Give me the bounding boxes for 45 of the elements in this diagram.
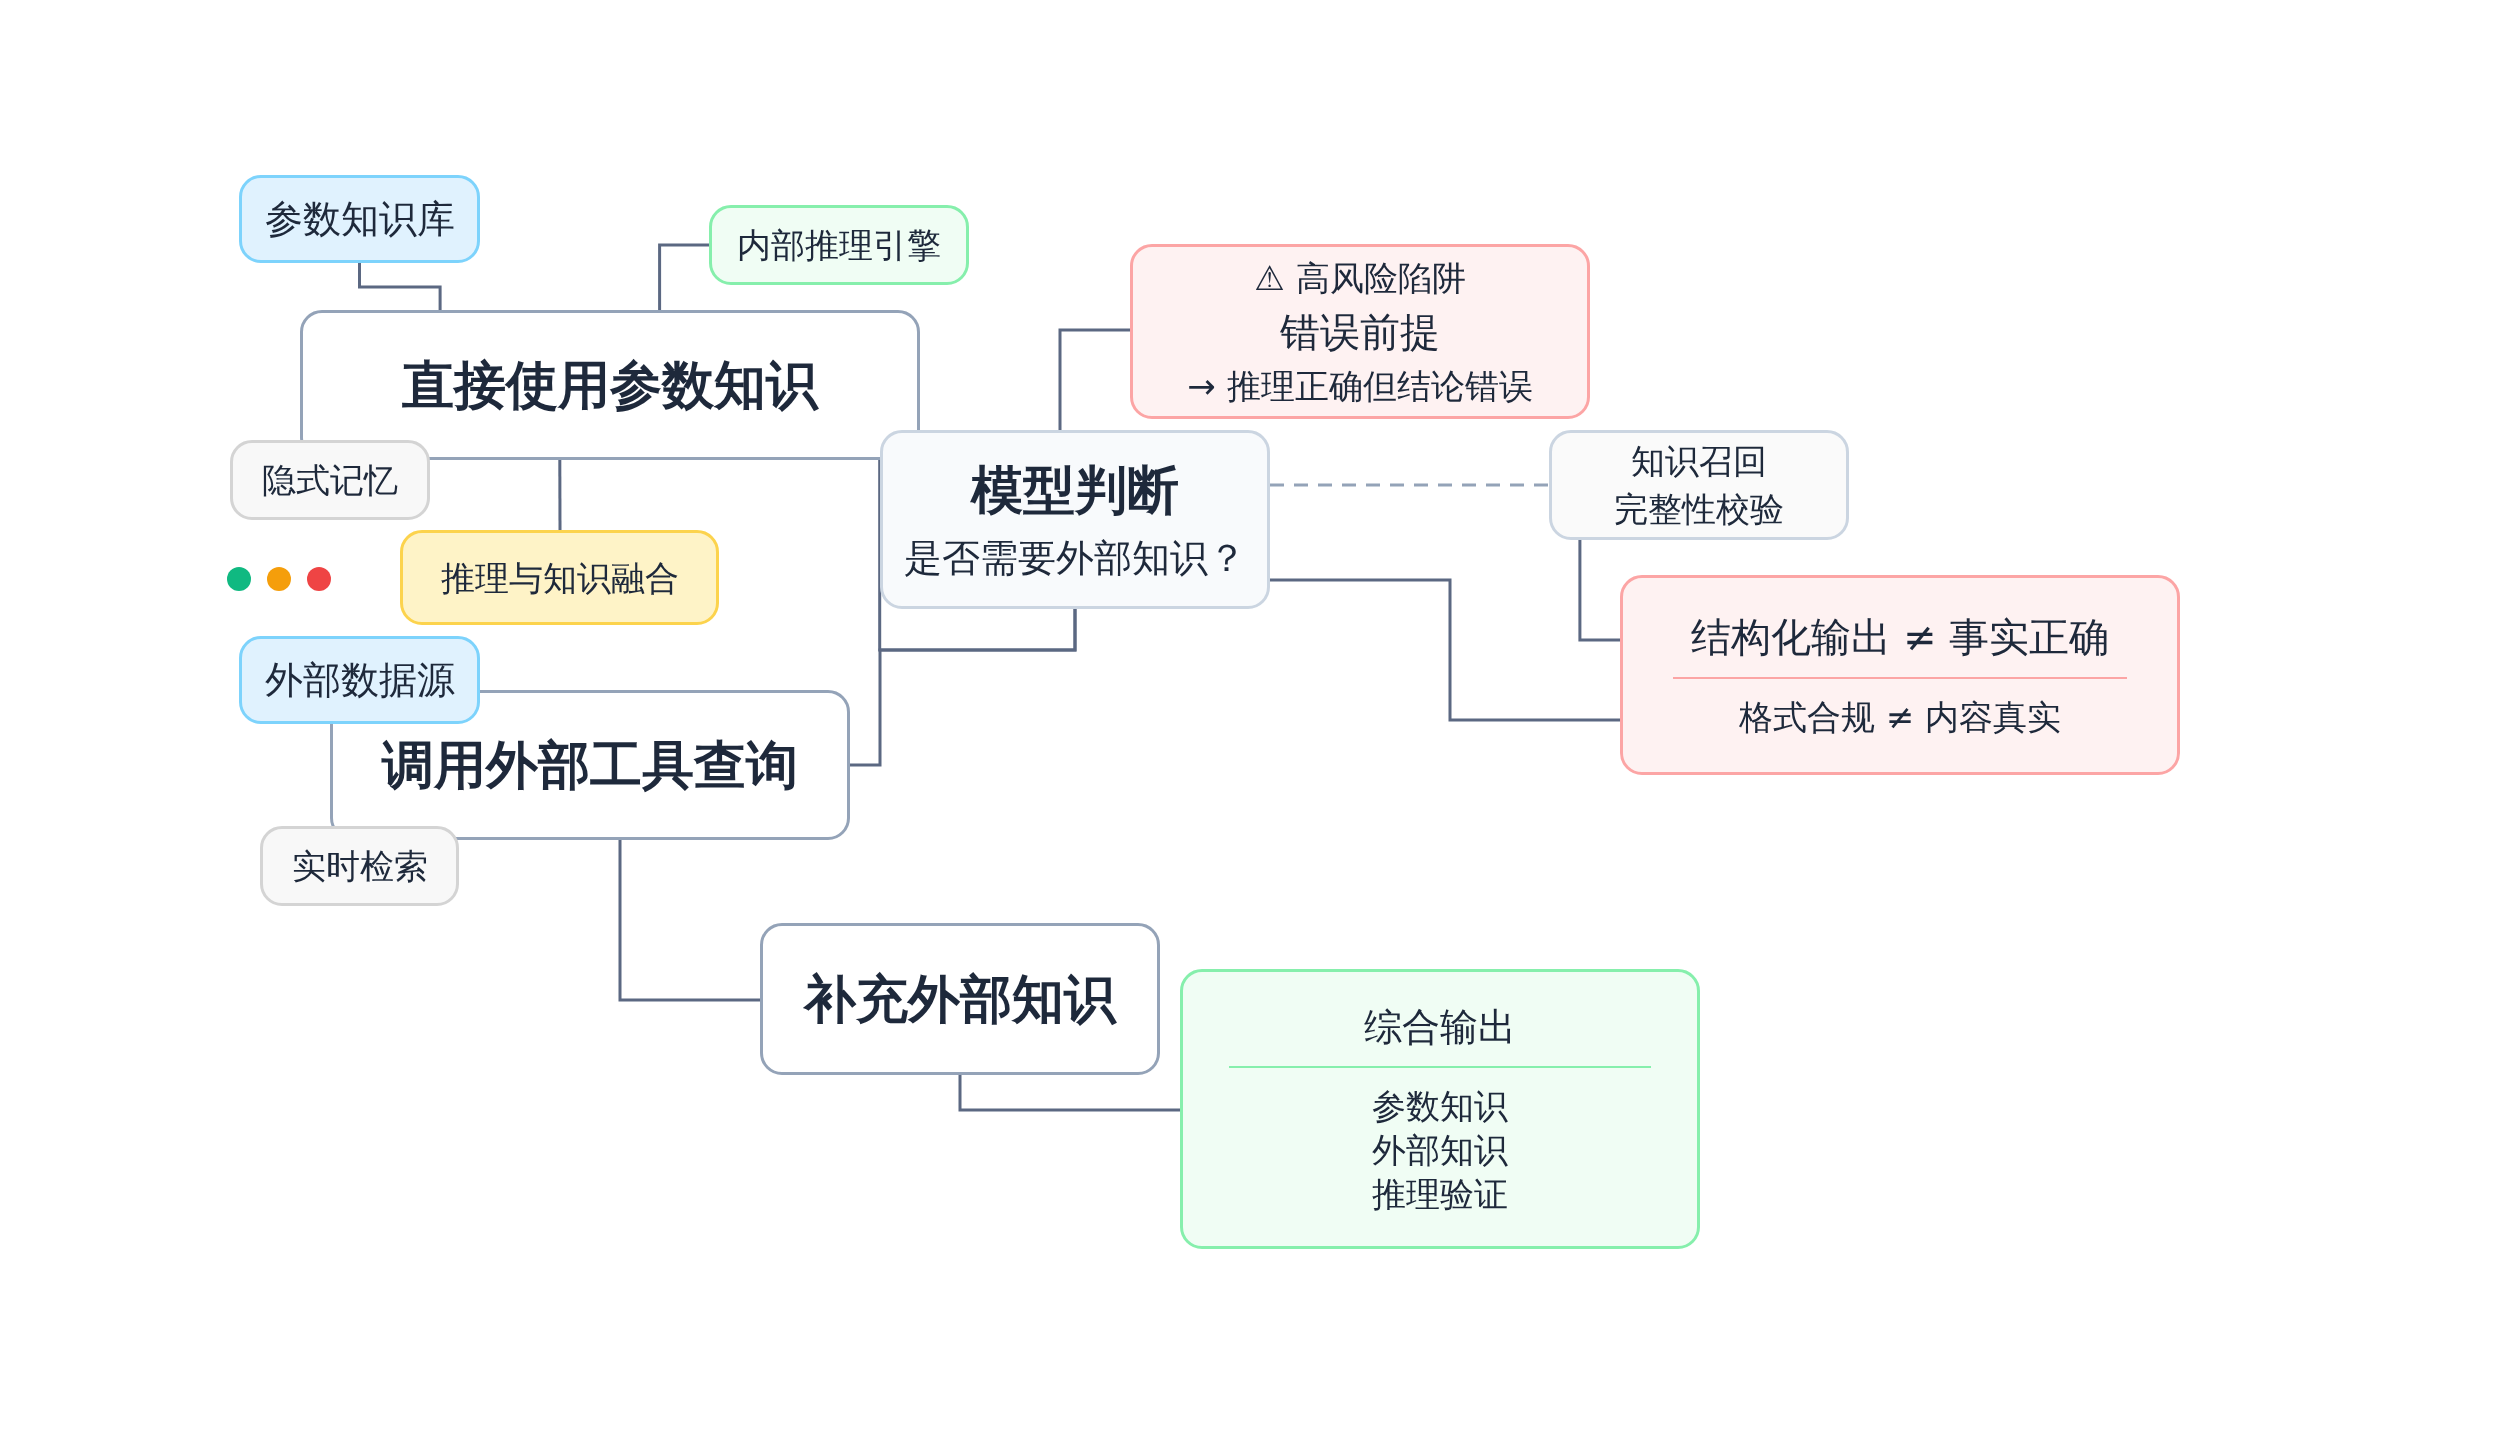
box-title: 调用外部工具查询: [382, 734, 798, 797]
box-text: 结构化输出 ≠ 事实正确: [1690, 613, 2110, 662]
box-text: 隐式记忆: [262, 459, 398, 502]
box-text: 内部推理引擎: [737, 224, 941, 267]
process-box: [300, 310, 920, 460]
box-text: 格式合规 ≠ 内容真实: [1738, 696, 2062, 739]
connector-line: [1270, 578, 1620, 722]
box-title: 补充外部知识: [804, 968, 1116, 1031]
box-text: 综合输出: [1364, 1003, 1516, 1051]
box-text: 参数知识库: [264, 195, 455, 243]
decision-box: [880, 430, 1270, 609]
box-text: 错误前提: [1280, 307, 1440, 357]
warning-box: [1130, 244, 1590, 419]
warning-box: [1620, 575, 2180, 775]
note-box: [1549, 430, 1849, 540]
tag-box: [709, 205, 969, 285]
tag-box: [239, 636, 480, 724]
connector-line: [358, 263, 442, 310]
connector-line: [618, 840, 760, 1002]
connector-line: [658, 243, 709, 310]
connector-line: [850, 609, 1077, 767]
process-box: [760, 923, 1160, 1075]
tag-box: [400, 530, 719, 625]
box-text: 知识召回: [1631, 440, 1767, 483]
tag-box: [239, 175, 480, 263]
box-text: 外部数据源: [264, 656, 455, 704]
box-text: 实时检索: [291, 845, 428, 888]
output-box: [1180, 969, 1700, 1249]
dashed-connector: [1270, 483, 1549, 487]
box-text: ⚠ 高风险陷阱: [1254, 256, 1466, 300]
box-text: 完整性校验: [1614, 488, 1784, 531]
connector-line: [558, 460, 562, 530]
connector-line: [1058, 328, 1130, 430]
box-text: 是否需要外部知识？: [904, 535, 1246, 582]
tag-box: [260, 826, 459, 906]
tag-box: [230, 440, 430, 520]
box-text: 推理验证: [1372, 1172, 1508, 1216]
box-text: 参数知识: [1372, 1084, 1508, 1128]
connector-line: [958, 1075, 1180, 1112]
connector-line: [1578, 540, 1620, 642]
box-title: 直接使用参数知识: [402, 354, 818, 417]
box-text: → 推理正确但结论错误: [1187, 364, 1533, 408]
box-text: 外部知识: [1372, 1128, 1508, 1172]
box-title: 模型判断: [971, 459, 1179, 522]
box-text: 推理与知识融合: [440, 556, 679, 600]
